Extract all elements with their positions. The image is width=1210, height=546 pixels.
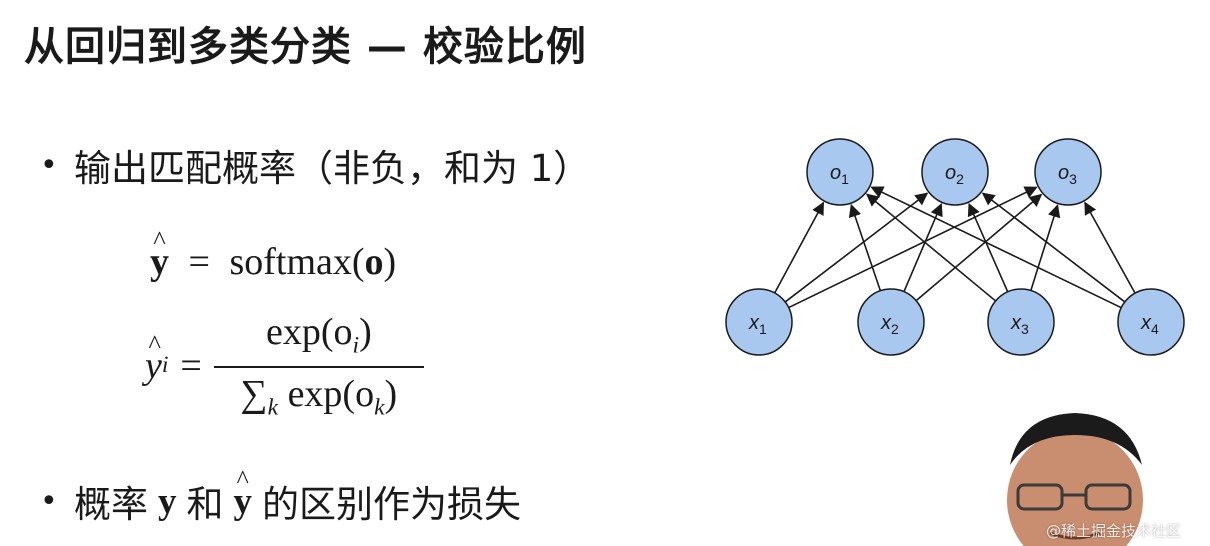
equals-sign: =: [188, 241, 210, 283]
fraction-bar: [213, 365, 424, 368]
softmax-component-equation: yi = exp(oi) ∑k exp(ok): [145, 310, 424, 421]
close-paren: ): [383, 241, 397, 283]
softmax-network-diagram: o1 o2 o3 x1 x2 x3 x4: [725, 138, 1185, 356]
edge-x2-o3: [915, 193, 1043, 302]
slide-title: 从回归到多类分类 — 校验比例: [24, 24, 587, 70]
output-node-o3-circle: [1034, 138, 1102, 206]
softmax-equation: y = softmax(o): [150, 240, 396, 284]
denominator-close: ): [384, 372, 398, 415]
bullet-dot: •: [40, 483, 58, 519]
softmax-fn: softmax(: [229, 241, 365, 283]
sum-symbol: ∑: [240, 372, 268, 415]
bullet-text: 输出匹配概率（非负，和为 1）: [74, 147, 591, 190]
sum-subscript: k: [267, 394, 279, 421]
lhs-subscript: i: [161, 352, 169, 379]
bullet-text-suffix: 的区别作为损失: [262, 483, 521, 526]
edge-x1-o2: [784, 192, 929, 303]
y-hat-symbol: y: [150, 240, 169, 284]
input-node-x4-circle: [1117, 288, 1185, 356]
edge-x1-o3: [788, 186, 1038, 309]
edge-x3-o3: [1030, 204, 1061, 291]
bullet-loss: • 概率 y 和 y 的区别作为损失: [40, 474, 521, 528]
input-node-x1-circle: [725, 288, 793, 356]
numerator-text: exp(o: [265, 311, 353, 353]
edge-x2-o2: [903, 203, 943, 292]
o-vector: o: [364, 241, 384, 283]
presenter-video: [1000, 405, 1150, 546]
fraction: exp(oi) ∑k exp(ok): [213, 310, 424, 422]
edge-x3-o2: [967, 202, 1009, 293]
edge-x3-o1: [865, 193, 997, 302]
output-node-o2-circle: [921, 138, 989, 206]
y-symbol: y: [158, 480, 177, 522]
output-node-o3: o3: [1034, 138, 1102, 206]
edge-x4-o1: [870, 186, 1122, 309]
input-node-x3: x3: [987, 288, 1055, 356]
network-nodes: o1 o2 o3 x1 x2 x3 x4: [725, 138, 1185, 356]
numerator: exp(oi): [226, 310, 412, 366]
input-node-x3-circle: [987, 288, 1055, 356]
bullet-output-probability: • 输出匹配概率（非负，和为 1）: [40, 138, 590, 192]
edge-x4-o2: [981, 192, 1126, 303]
y-hat-symbol: y: [234, 480, 253, 523]
y-hat-i-symbol: y: [145, 344, 162, 388]
denominator-text: exp(o: [287, 372, 375, 415]
network-edges: [773, 186, 1136, 309]
denominator-subscript: k: [374, 394, 385, 421]
bullet-dot: •: [40, 147, 58, 183]
output-node-o1: o1: [806, 138, 874, 206]
bullet-text-prefix: 概率: [74, 483, 148, 526]
input-node-x2-circle: [857, 288, 925, 356]
bullet-text-and: 和: [186, 483, 224, 526]
output-node-o2: o2: [921, 138, 989, 206]
edge-x2-o1: [848, 203, 882, 292]
output-node-o1-circle: [806, 138, 874, 206]
equals-sign: =: [180, 344, 202, 387]
edge-x1-o1: [773, 201, 825, 294]
numerator-subscript: i: [352, 332, 360, 359]
input-node-x4: x4: [1117, 288, 1185, 356]
input-node-x2: x2: [857, 288, 925, 356]
denominator: ∑k exp(ok): [241, 368, 398, 422]
edge-x4-o3: [1084, 201, 1136, 294]
watermark: @稀土掘金技术社区: [1046, 522, 1182, 540]
input-node-x1: x1: [725, 288, 793, 356]
numerator-close: ): [359, 311, 372, 353]
